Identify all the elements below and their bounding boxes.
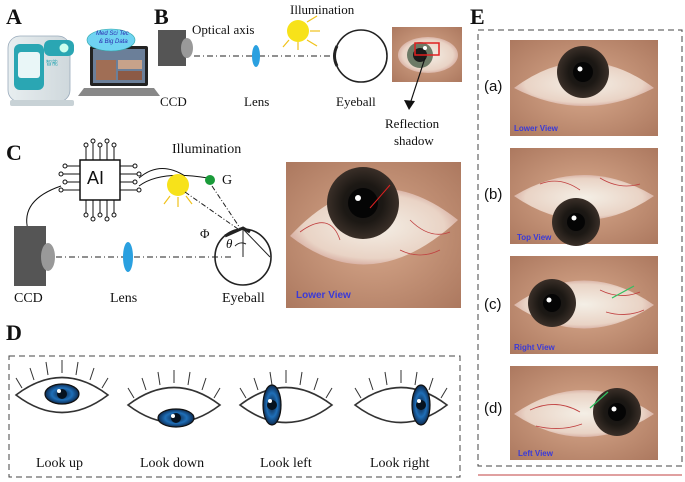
c-theta-label: θ — [226, 236, 233, 251]
eyeball-b-icon — [334, 29, 388, 83]
e-index-c: (c) — [484, 296, 502, 313]
e-index-b: (b) — [484, 186, 503, 203]
panel-b-eye-photo — [392, 27, 462, 82]
illumination-c-icon — [167, 174, 189, 196]
e-tag-b: Top View — [517, 233, 552, 242]
panel-c-letter: C — [6, 140, 22, 165]
reflection-arrow — [409, 57, 426, 105]
b-illumination-label: Illumination — [290, 2, 355, 17]
c-lens-label: Lens — [110, 291, 138, 306]
panel-e-frame — [477, 29, 683, 467]
b-shadow-label: shadow — [394, 133, 434, 148]
laptop-screen-text-2: & Big Data — [99, 39, 128, 45]
e-tag-a: Lower View — [514, 124, 558, 133]
b-lens-label: Lens — [244, 94, 270, 109]
c-g-label: G — [222, 173, 233, 188]
b-ccd-label: CCD — [160, 94, 187, 109]
e-photo-a — [510, 40, 658, 136]
panel-c-schematic — [14, 138, 272, 286]
lens-b-icon — [252, 45, 260, 67]
b-optical-axis-label: Optical axis — [192, 22, 255, 37]
panel-d-letter: D — [6, 320, 22, 345]
panel-e-letter: E — [470, 4, 485, 29]
d-caption-look-left: Look left — [260, 456, 312, 471]
c-eyeball-label: Eyeball — [222, 291, 265, 306]
panel-a-device — [7, 35, 74, 106]
panel-b-letter: B — [154, 4, 169, 29]
c-ccd-label: CCD — [14, 291, 43, 306]
lens-c-icon — [123, 242, 133, 272]
e-photo-c — [510, 256, 658, 354]
cartoon-eye-look-right — [353, 370, 449, 426]
g-light-icon — [205, 175, 215, 185]
laptop-screen-text-1: Med Sci Tec — [96, 31, 129, 37]
d-caption-look-right: Look right — [370, 456, 430, 471]
c-photo-tag: Lower View — [296, 290, 351, 301]
cartoon-eye-look-up — [14, 360, 110, 414]
e-index-a: (a) — [484, 78, 503, 95]
ccd-c-icon — [14, 226, 46, 286]
b-reflection-label: Reflection — [385, 116, 440, 131]
d-caption-look-up: Look up — [36, 456, 84, 471]
device-label: 智能 — [46, 60, 59, 67]
e-tag-c: Right View — [514, 343, 555, 352]
cartoon-eye-look-left — [238, 370, 334, 426]
e-index-d: (d) — [484, 400, 503, 417]
b-eyeball-label: Eyeball — [336, 94, 376, 109]
e-tag-d: Left View — [518, 449, 553, 458]
c-ai-label: AI — [87, 168, 105, 188]
panel-c-eye-photo — [286, 162, 461, 308]
e-photo-b — [510, 148, 658, 246]
panel-a-laptop — [78, 28, 160, 96]
illumination-b-icon — [287, 20, 309, 42]
d-caption-look-down: Look down — [140, 456, 205, 471]
panel-b-schematic — [158, 15, 388, 83]
c-illumination-label: Illumination — [172, 142, 242, 157]
e-photo-d — [510, 366, 658, 460]
cartoon-eye-look-down — [126, 370, 222, 428]
panel-d-frame — [8, 355, 461, 478]
c-phi-label: Φ — [200, 226, 210, 241]
ai-chip-icon — [79, 159, 121, 201]
panel-a-letter: A — [6, 4, 22, 29]
